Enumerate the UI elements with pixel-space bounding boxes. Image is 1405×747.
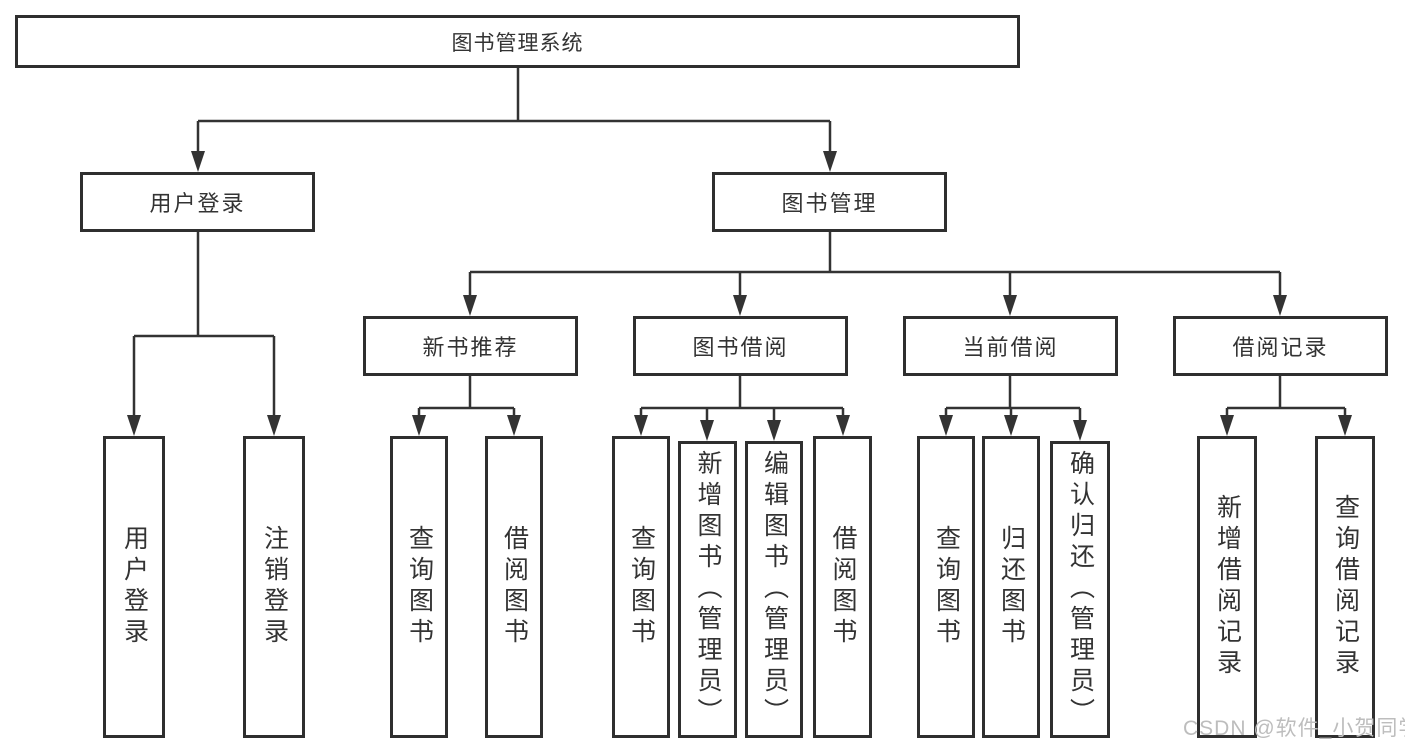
csdn-watermark: CSDN @软件_小贺同学 (1183, 717, 1405, 740)
leaf-return-books: 归还图书 (982, 436, 1040, 738)
node-root: 图书管理系统 (15, 15, 1020, 68)
node-book-management: 图书管理 (712, 172, 947, 232)
leaf-query-books-recommend: 查询图书 (390, 436, 448, 738)
leaf-logout: 注销登录 (243, 436, 305, 738)
leaf-borrow-books: 借阅图书 (813, 436, 872, 738)
node-borrow-records: 借阅记录 (1173, 316, 1388, 376)
leaf-edit-book-admin: 编辑图书（管理员） (745, 441, 803, 738)
leaf-add-book-admin: 新增图书（管理员） (678, 441, 737, 738)
node-current-borrow: 当前借阅 (903, 316, 1118, 376)
leaf-user-login: 用户登录 (103, 436, 165, 738)
node-new-book-recommend: 新书推荐 (363, 316, 578, 376)
leaf-borrow-books-recommend: 借阅图书 (485, 436, 543, 738)
leaf-query-borrow-record: 查询借阅记录 (1315, 436, 1375, 738)
leaf-confirm-return-admin: 确认归还（管理员） (1050, 441, 1110, 738)
leaf-add-borrow-record: 新增借阅记录 (1197, 436, 1257, 738)
leaf-query-books-borrow: 查询图书 (612, 436, 670, 738)
node-user-login: 用户登录 (80, 172, 315, 232)
leaf-query-books-current: 查询图书 (917, 436, 975, 738)
node-book-borrow: 图书借阅 (633, 316, 848, 376)
